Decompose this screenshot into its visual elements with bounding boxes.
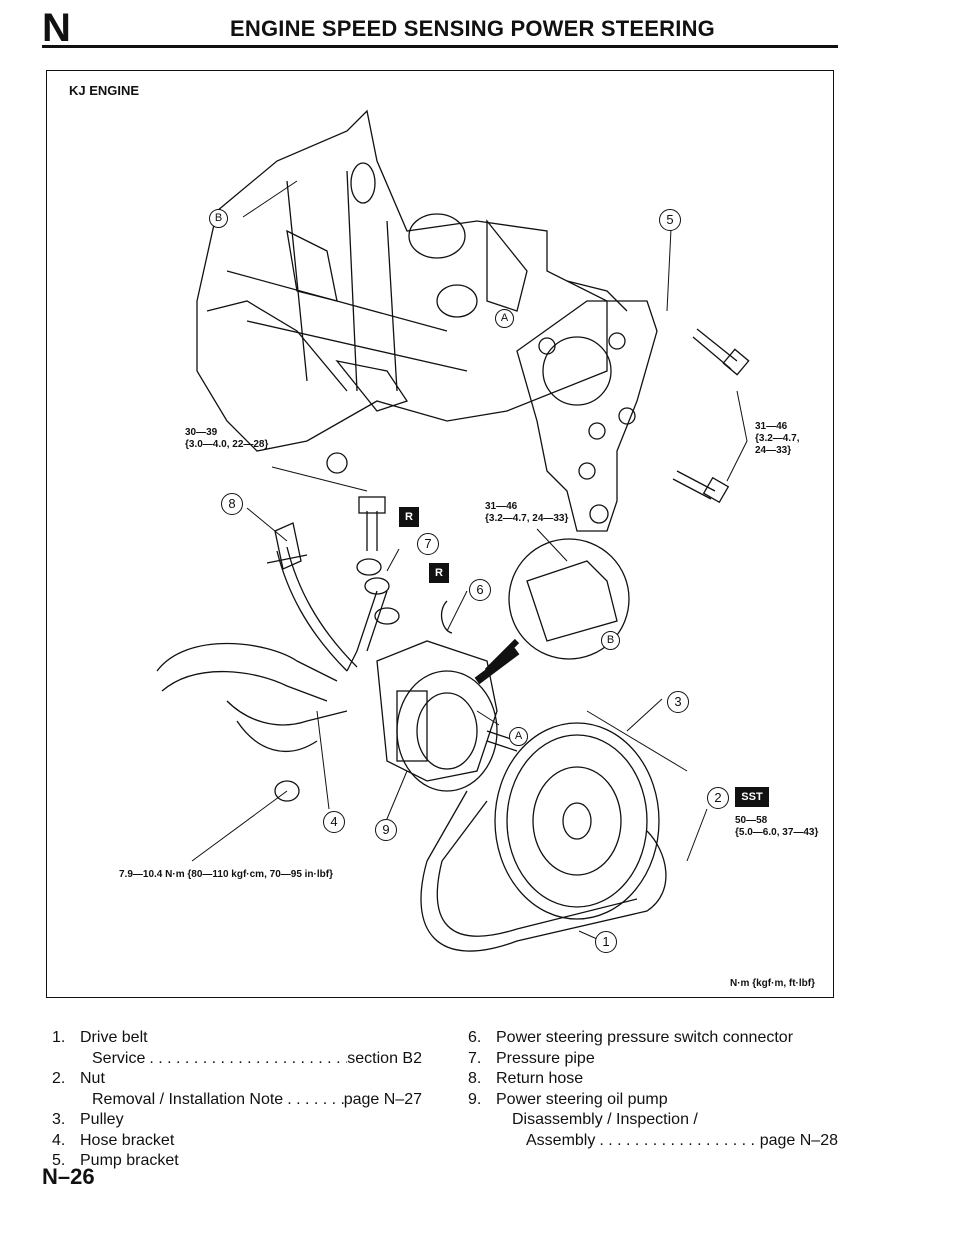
leader-dots — [595, 1131, 759, 1152]
legend-item-6: 6. Power steering pressure switch connect… — [468, 1028, 858, 1049]
item-number: 7. — [468, 1049, 482, 1067]
replace-tag-1: R — [399, 507, 419, 527]
item-text: Power steering pressure switch connector — [496, 1029, 794, 1046]
hoses-drawing — [156, 546, 358, 802]
item-text: Pressure pipe — [496, 1049, 595, 1067]
legend-item-9: 9. Power steering oil pump — [468, 1090, 858, 1111]
callout-8: 8 — [221, 493, 243, 515]
legend-subitem-service: Service section B2 — [52, 1049, 422, 1070]
torque-spec-bracket-bolts-right: 31—46 {3.2—4.7, 24—33} — [755, 421, 800, 456]
item-number: 8. — [468, 1070, 482, 1087]
parts-legend-left: 1. Drive belt Service section B2 2. Nut Rem… — [52, 1028, 422, 1172]
legend-item-5: 5. Pump bracket — [52, 1151, 422, 1172]
legend-subitem-disassembly: Disassembly / Inspection / — [468, 1110, 858, 1131]
item-number: 6. — [468, 1029, 482, 1046]
engine-block — [196, 109, 608, 474]
legend-item-4: 4. Hose bracket — [52, 1131, 422, 1152]
pump-bracket-drawing — [516, 280, 658, 532]
callout-1: 1 — [595, 931, 617, 953]
callout-6: 6 — [469, 579, 491, 601]
item-number: 4. — [52, 1131, 66, 1149]
subitem-reference: page N–28 — [759, 1131, 838, 1149]
sst-tag: SST — [735, 787, 769, 807]
legend-item-2: 2. Nut — [52, 1069, 422, 1090]
callout-3: 3 — [667, 691, 689, 713]
figure-label: KJ ENGINE — [69, 83, 140, 98]
legend-item-8: 8. Return hose — [468, 1069, 858, 1090]
subitem-label: Disassembly / Inspection / — [512, 1111, 698, 1128]
item-text: Return hose — [496, 1070, 584, 1087]
header-rule — [42, 45, 838, 48]
return-hose-clamp-drawing — [266, 522, 308, 570]
leader-dots — [145, 1049, 347, 1070]
page-number: N–26 — [42, 1164, 95, 1189]
page-title: ENGINE SPEED SENSING POWER STEERING — [230, 16, 715, 41]
reference-mark-a-pump: A — [509, 727, 528, 746]
units-label: N·m {kgf·m, ft·lbf} — [730, 978, 815, 989]
legend-subitem-assembly: Assembly page N–28 — [468, 1131, 838, 1152]
leader-lines — [191, 180, 748, 940]
torque-spec-switch-connector: 31—46 {3.2—4.7, 24—33} — [485, 501, 569, 524]
reference-mark-a-top: A — [495, 309, 514, 328]
callout-2: 2 — [707, 787, 729, 809]
item-text: Hose bracket — [80, 1131, 175, 1149]
item-text: Pulley — [80, 1111, 124, 1128]
subitem-label: Service — [92, 1049, 146, 1067]
item-number: 9. — [468, 1090, 482, 1108]
legend-item-3: 3. Pulley — [52, 1110, 422, 1131]
reference-mark-b-top: B — [209, 209, 228, 228]
bracket-bolts — [672, 328, 750, 504]
pulley-drawing — [494, 722, 660, 920]
torque-spec-hose-bracket: 7.9—10.4 N·m {80—110 kgf·cm, 70—95 in·lb… — [119, 869, 333, 880]
callout-5: 5 — [659, 209, 681, 231]
callout-9: 9 — [375, 819, 397, 841]
legend-item-7: 7. Pressure pipe — [468, 1049, 858, 1070]
reference-mark-b-inset: B — [601, 631, 620, 650]
replace-tag-2: R — [429, 563, 449, 583]
exploded-view-figure: KJ ENGINE 5 8 7 6 3 2 4 9 1 B A B A R R … — [46, 70, 834, 998]
item-text: Nut — [80, 1070, 105, 1087]
switch-connector-inset — [474, 538, 630, 685]
callout-4: 4 — [323, 811, 345, 833]
callout-7: 7 — [417, 533, 439, 555]
pressure-pipe-drawing — [346, 496, 453, 672]
section-letter: N — [42, 6, 71, 50]
torque-spec-bracket-bolt-left: 30—39 {3.0—4.0, 22—28} — [185, 427, 269, 450]
subitem-label: Removal / Installation Note — [92, 1090, 284, 1108]
drive-belt-drawing — [420, 790, 667, 952]
subitem-label: Assembly — [526, 1131, 596, 1149]
item-text: Drive belt — [80, 1029, 148, 1046]
subitem-reference: page N–27 — [343, 1090, 422, 1108]
parts-legend-right: 6. Power steering pressure switch connect… — [468, 1028, 858, 1151]
item-number: 1. — [52, 1029, 66, 1046]
item-text: Power steering oil pump — [496, 1090, 668, 1108]
legend-item-1: 1. Drive belt — [52, 1028, 422, 1049]
item-number: 3. — [52, 1111, 66, 1128]
legend-subitem-removal: Removal / Installation Note page N–27 — [52, 1090, 422, 1111]
subitem-reference: section B2 — [347, 1049, 422, 1067]
item-text: Pump bracket — [80, 1152, 179, 1169]
item-number: 5. — [52, 1152, 66, 1169]
leader-dots — [283, 1090, 344, 1111]
item-number: 2. — [52, 1070, 66, 1087]
exploded-view-drawing — [156, 109, 750, 952]
torque-spec-pulley-nut: 50—58 {5.0—6.0, 37—43} — [735, 815, 819, 838]
